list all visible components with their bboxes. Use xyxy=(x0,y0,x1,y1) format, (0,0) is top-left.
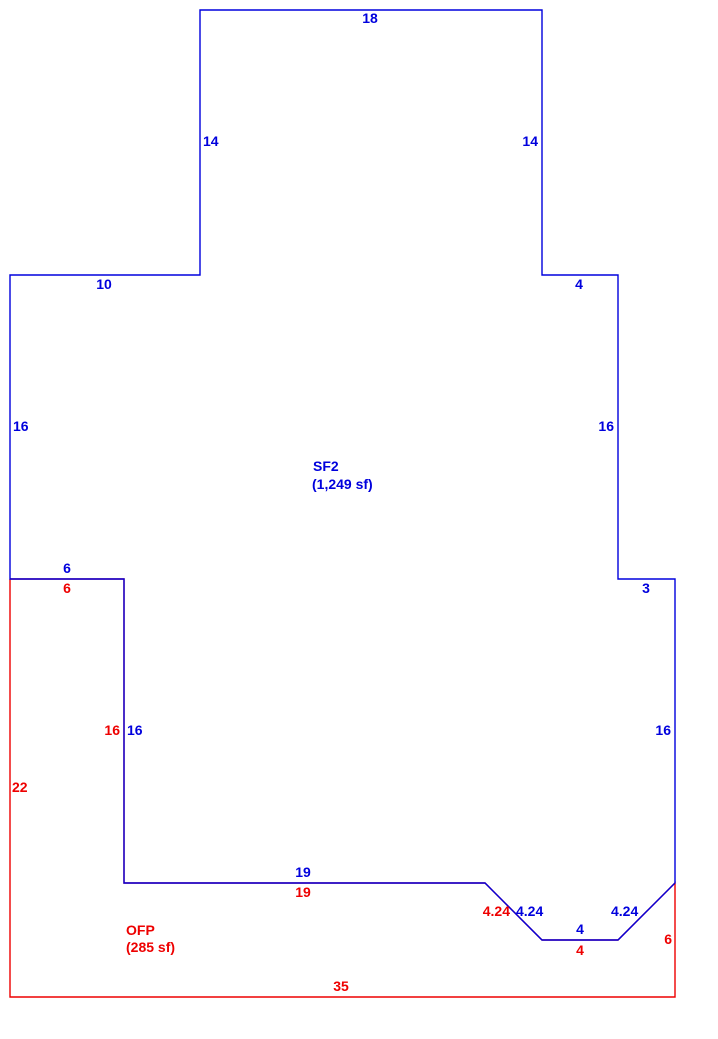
sf2-dim-left-diagonal: 4.24 xyxy=(516,903,543,919)
sf2-dim-bay-bottom: 4 xyxy=(576,921,584,937)
sf2-dim-left-shoulder: 10 xyxy=(96,276,112,292)
ofp-dim-top-edge: 19 xyxy=(295,884,311,900)
ofp-dim-top: 6 xyxy=(63,580,71,596)
sf2-dim-right-step: 3 xyxy=(642,580,650,596)
sf2-dim-inner-left-side: 16 xyxy=(127,722,143,738)
sf2-outline xyxy=(9,9,676,941)
sf2-dim-upper-right-side: 14 xyxy=(522,133,538,149)
sf2-area-name: SF2 xyxy=(313,458,339,474)
ofp-dim-left-side: 22 xyxy=(12,779,28,795)
ofp-dim-diagonal: 4.24 xyxy=(483,903,510,919)
sf2-dim-right-shoulder: 4 xyxy=(575,276,583,292)
sf2-dim-right-diagonal: 4.24 xyxy=(611,903,638,919)
sf2-dim-left-side: 16 xyxy=(13,418,29,434)
sf2-dim-left-notch: 6 xyxy=(63,560,71,576)
sf2-area-size: (1,249 sf) xyxy=(312,476,373,492)
sf2-dim-right-side: 16 xyxy=(598,418,614,434)
ofp-area-size: (285 sf) xyxy=(126,939,175,955)
ofp-dim-right-side: 6 xyxy=(664,931,672,947)
sf2-dim-top: 18 xyxy=(362,10,378,26)
sf2-dim-bottom: 19 xyxy=(295,864,311,880)
ofp-dim-bay-bottom: 4 xyxy=(576,942,584,958)
sf2-dim-lower-right-side: 16 xyxy=(655,722,671,738)
ofp-area-name: OFP xyxy=(126,922,155,938)
ofp-dim-inner-side: 16 xyxy=(104,722,120,738)
ofp-dim-bottom: 35 xyxy=(333,978,349,994)
sf2-dim-upper-left-side: 14 xyxy=(203,133,219,149)
